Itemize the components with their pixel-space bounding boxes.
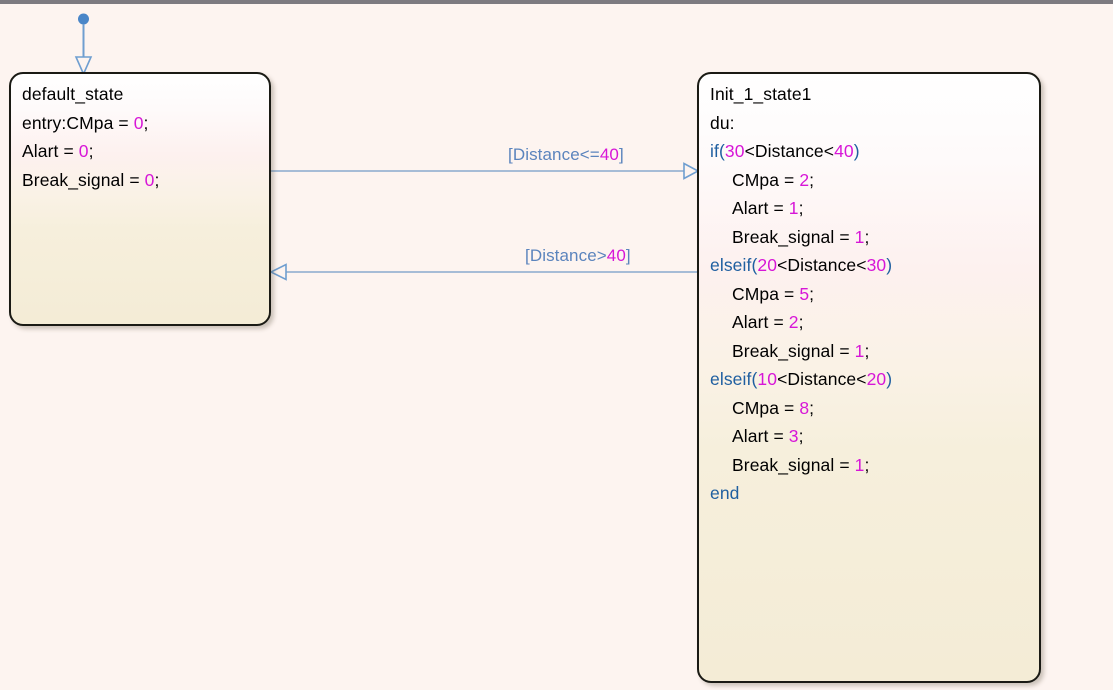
state-code-line: CMpa = 2; — [732, 169, 815, 190]
state-code-line: Alart = 2; — [732, 312, 804, 332]
transition-label-default-to-init[interactable]: [Distance<=40] — [508, 145, 624, 164]
state-code-line: Init_1_state1 — [710, 84, 812, 104]
state-code-line: Break_signal = 1; — [732, 454, 870, 475]
transition-arrowhead-left — [269, 263, 287, 281]
state-default_state-body: default_state entry:CMpa = 0; Alart = 0; Br… — [22, 80, 265, 194]
default-transition-marker[interactable] — [74, 13, 93, 76]
state-code-line: Alart = 0; — [22, 141, 94, 161]
state-code-line: elseif(10<Distance<20) — [710, 369, 893, 389]
transition-init-to-default[interactable] — [269, 263, 697, 281]
state-Init_1_state1[interactable]: Init_1_state1 du: if(30<Distance<40) CMpa =… — [697, 72, 1041, 683]
state-code-line: if(30<Distance<40) — [710, 141, 860, 161]
state-code-line: end — [710, 483, 740, 503]
state-code-line: Break_signal = 0; — [22, 169, 160, 190]
state-default_state[interactable]: default_state entry:CMpa = 0; Alart = 0; Br… — [9, 72, 271, 326]
transition-default-to-init[interactable] — [271, 162, 700, 180]
state-code-line: Break_signal = 1; — [732, 340, 870, 361]
transition-label-init-to-default[interactable]: [Distance>40] — [525, 246, 631, 265]
state-Init_1_state1-body: Init_1_state1 du: if(30<Distance<40) CMpa =… — [710, 80, 1035, 508]
state-code-line: CMpa = 5; — [732, 283, 815, 304]
state-code-line: CMpa = 8; — [732, 397, 815, 418]
state-code-line: du: — [710, 112, 735, 133]
window-chrome-strip — [0, 0, 1113, 4]
state-code-line: Break_signal = 1; — [732, 226, 870, 247]
state-code-line: entry:CMpa = 0; — [22, 112, 149, 133]
state-code-line: elseif(20<Distance<30) — [710, 255, 893, 275]
default-transition-dot — [78, 13, 89, 25]
state-code-line: Alart = 3; — [732, 426, 804, 446]
transition-arrowhead-right — [683, 162, 700, 180]
state-code-line: Alart = 1; — [732, 198, 804, 218]
state-code-line: default_state — [22, 84, 124, 104]
